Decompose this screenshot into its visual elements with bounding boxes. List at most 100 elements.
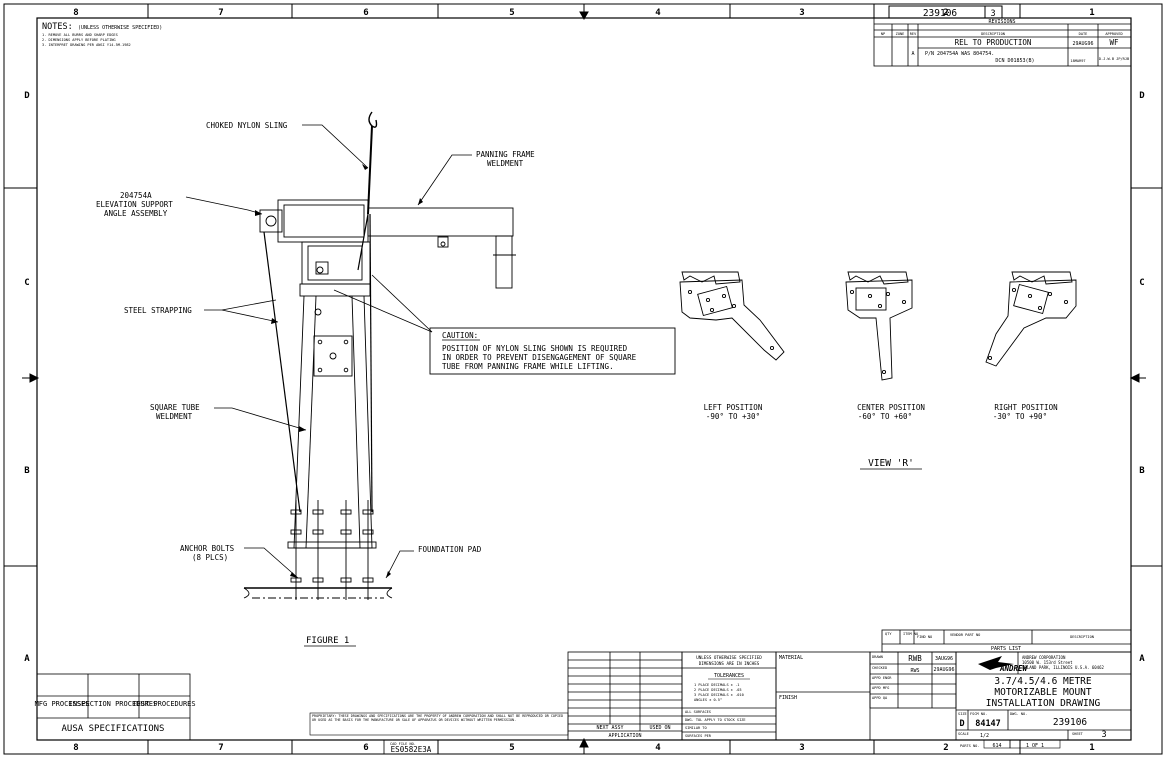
main-assembly xyxy=(243,111,516,600)
callout-elevation-3: ANGLE ASSEMBLY xyxy=(104,209,168,218)
revisions-title: REVISIONS xyxy=(988,19,1015,25)
proprietary-notice-holder: PROPRIETARY: THESE DRAWINGS AND SPECIFIC… xyxy=(312,714,563,722)
corner-rev: 3 xyxy=(990,9,995,19)
rev-row-3-approved: D.J.W.B JP/RJB xyxy=(1099,57,1129,61)
zone-bottom-1: 1 xyxy=(1089,743,1094,753)
corner-dwg-box: 239106 3 xyxy=(888,5,1003,19)
tolerances-header-1: UNLESS OTHERWISE SPECIFIED xyxy=(696,655,762,660)
tolerance-4: ANGLES ± 0.5° xyxy=(694,698,722,702)
callout-foundation: FOUNDATION PAD xyxy=(418,545,482,554)
zone-bottom-8: 8 xyxy=(73,743,78,753)
parts-no-label: PARTS NO. xyxy=(960,744,979,748)
notes-qualifier: (UNLESS OTHERWISE SPECIFIED) xyxy=(78,25,162,31)
zone-right-c: C xyxy=(1139,278,1144,288)
specs-table xyxy=(36,673,191,741)
zone-left-c: C xyxy=(24,278,29,288)
caution-box: CAUTION: POSITION OF NYLON SLING SHOWN I… xyxy=(429,327,676,375)
parts-no-value: 614 xyxy=(992,743,1001,749)
zone-bottom-3: 3 xyxy=(799,743,804,753)
callout-anchor-2: (8 PLCS) xyxy=(192,553,228,562)
cad-file-value: ES0582E3A xyxy=(391,745,432,754)
zone-top-6: 6 xyxy=(363,8,368,18)
zone-top-7: 7 xyxy=(218,8,223,18)
rev-header-rev: REV xyxy=(910,32,917,36)
parts-list-title: PARTS LIST xyxy=(991,646,1021,652)
tolerances-header-2: DIMENSIONS ARE IN INCHES xyxy=(699,661,760,666)
zone-top-3: 3 xyxy=(799,8,804,18)
caution-title: CAUTION: xyxy=(442,331,478,340)
approval-engr-label: APPD ENGR xyxy=(872,676,892,680)
approval-checked-label: CHECKED xyxy=(872,666,887,670)
rev-row-1-description: REL TO PRODUCTION xyxy=(955,38,1032,47)
parts-header-description: DESCRIPTION xyxy=(1070,635,1094,639)
callout-square-tube-1: SQUARE TUBE xyxy=(150,403,200,412)
revisions-block xyxy=(873,17,1132,67)
view-left-title: LEFT POSITION xyxy=(704,403,763,412)
view-right-range: -30° TO +90° xyxy=(993,412,1047,421)
checked-date: 29AUG96 xyxy=(933,667,954,673)
application-label: APPLICATION xyxy=(608,733,641,739)
cad-file-box xyxy=(383,739,439,755)
spec-header-inspection: INSPECTION PROCEDURES xyxy=(69,700,158,708)
view-left-range: -90° TO +30° xyxy=(706,412,760,421)
company-address-2: ORLAND PARK, ILLINOIS U.S.A. 60462 xyxy=(1022,665,1104,670)
view-r-title: VIEW 'R' xyxy=(868,458,914,469)
cad-file-label: CAD FILE NO. xyxy=(390,742,416,746)
inner-frame xyxy=(36,17,1132,741)
center-marks xyxy=(22,4,1146,754)
rev-header-date: DATE xyxy=(1079,32,1088,36)
used-on-label: USED ON xyxy=(649,725,670,731)
approval-drawn-label: DRAWN xyxy=(872,655,883,659)
approval-mfg-label: APPD MFG xyxy=(872,686,889,690)
zone-bottom-6: 6 xyxy=(363,743,368,753)
callout-elevation-1: 204754A xyxy=(120,191,152,200)
parts-header-qty: QTY xyxy=(885,632,892,636)
caution-line-1: POSITION OF NYLON SLING SHOWN IS REQUIRE… xyxy=(442,344,628,353)
rev-header-description: DESCRIPTION xyxy=(981,32,1005,36)
zone-top-4: 4 xyxy=(655,8,661,18)
tolerance-2: 2 PLACE DECIMALS ± .03 xyxy=(694,688,742,692)
application-block xyxy=(567,651,683,741)
title-line-3: INSTALLATION DRAWING xyxy=(986,698,1101,709)
zone-bottom-2: 2 xyxy=(943,743,948,753)
drawn-by: RWB xyxy=(908,654,922,663)
zone-right-b: B xyxy=(1139,466,1145,476)
approval-qa-label: APPD QA xyxy=(872,696,888,700)
dwg-number: 239106 xyxy=(1053,717,1088,728)
dwg-no-label: DWG. NO. xyxy=(1010,712,1027,716)
title-line-1: 3.7/4.5/4.6 METRE xyxy=(994,676,1092,687)
checked-by: RWS xyxy=(910,668,919,674)
drawn-date: 3AUG96 xyxy=(935,656,953,662)
callout-elevation-2: ELEVATION SUPPORT xyxy=(96,200,173,209)
sheet-box xyxy=(1009,739,1061,749)
rev-row-1-date: 29AUG96 xyxy=(1072,41,1093,47)
zone-right-a: A xyxy=(1139,654,1145,664)
rev-header-np: NP xyxy=(881,32,885,36)
finish-label: FINISH xyxy=(779,695,797,701)
fscm-number: 84147 xyxy=(975,719,1001,729)
callout-anchor-1: ANCHOR BOLTS xyxy=(180,544,235,553)
zone-right-d: D xyxy=(1139,91,1145,101)
rev-row-2-description: P/N 204754A WAS 804754. xyxy=(925,51,994,57)
zone-top-1: 1 xyxy=(1089,8,1094,18)
rev-row-2-rev: A xyxy=(911,51,914,57)
callout-steel-strapping: STEEL STRAPPING xyxy=(124,306,192,315)
callout-choked-sling: CHOKED NYLON SLING xyxy=(206,121,288,130)
fscm-label: FSCM NO. xyxy=(970,712,987,716)
spec-header-mfg: MFG PROCESSES xyxy=(35,700,90,708)
zone-top-2: 2 xyxy=(943,8,948,18)
callout-panning-frame-1: PANNING FRAME xyxy=(476,150,535,159)
corner-dwg-no: 239106 xyxy=(923,8,958,19)
figure-label: FIGURE 1 xyxy=(306,636,349,646)
spec-header-test: TEST PROCEDURES xyxy=(132,700,195,708)
size-label: SIZE xyxy=(958,712,967,716)
view-right-title: RIGHT POSITION xyxy=(994,403,1057,412)
sheet-label: SHEET xyxy=(1072,732,1084,736)
title-rev: 3 xyxy=(1101,730,1106,740)
scale-value: 1/2 xyxy=(980,733,989,739)
note-1: 1. REMOVE ALL BURRS AND SHARP EDGES xyxy=(42,33,118,37)
tolerance-1: 1 PLACE DECIMALS ± .1 xyxy=(694,683,739,687)
note-2: 2. DIMENSIONS APPLY BEFORE PLATING xyxy=(42,38,116,42)
notes-title: NOTES: xyxy=(42,22,73,32)
